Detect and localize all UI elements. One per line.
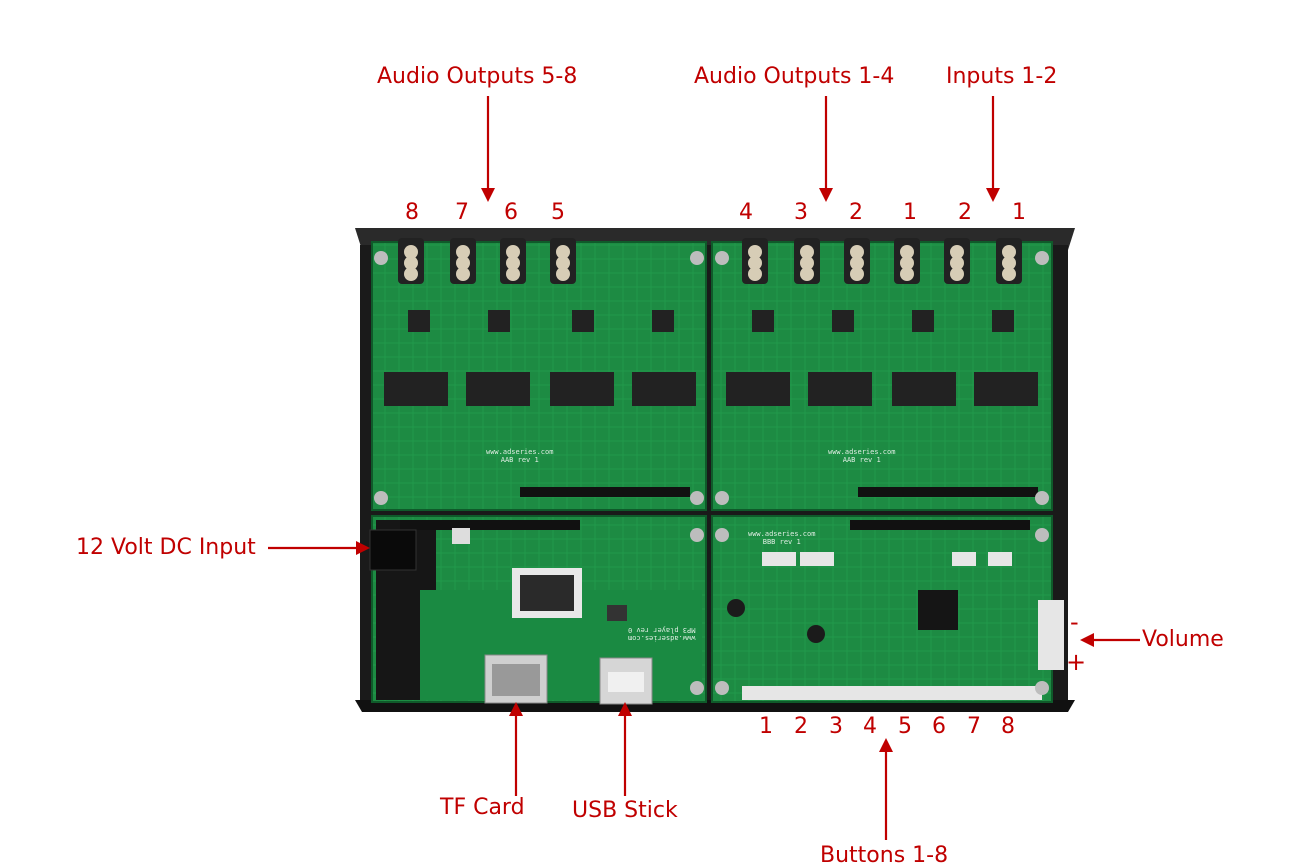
button-number: 5: [898, 714, 912, 739]
board-site-text: www.adseries.com: [628, 633, 696, 642]
usb-port: [599, 657, 653, 705]
pin-headers: [400, 487, 1038, 530]
microcontroller: [727, 552, 1064, 670]
audio-outputs-1-4-label: Audio Outputs 1-4: [694, 64, 895, 89]
button-number: 7: [967, 714, 981, 739]
button-connectors: [742, 686, 1042, 700]
jack-number: 3: [794, 200, 808, 225]
audio-jacks: [398, 238, 1022, 284]
board-site-text: www.adseries.com: [486, 448, 554, 456]
mounting-screws: [374, 251, 1049, 695]
board-site-text: www.adseries.com: [828, 448, 896, 456]
left-board-silkscreen: www.adseries.com AAB rev 1: [486, 448, 553, 465]
volume-label: Volume: [1142, 627, 1224, 652]
button-number: 4: [863, 714, 877, 739]
jack-number: 1: [903, 200, 917, 225]
audio-outputs-5-8-label: Audio Outputs 5-8: [377, 64, 578, 89]
callout-arrows: [268, 96, 1140, 840]
tf-card-label: TF Card: [440, 795, 525, 820]
inputs-1-2-label: Inputs 1-2: [946, 64, 1058, 89]
volume-plus-sign: +: [1066, 648, 1087, 676]
usb-stick-label: USB Stick: [572, 798, 678, 823]
mp3-board-silkscreen: www.adseries.com MP3 player rev 0: [628, 625, 696, 642]
jack-number: 2: [958, 200, 972, 225]
button-number: 3: [829, 714, 843, 739]
button-number: 2: [794, 714, 808, 739]
jack-number: 4: [739, 200, 753, 225]
jack-number: 8: [405, 200, 419, 225]
jack-number: 5: [551, 200, 565, 225]
dc-input-label: 12 Volt DC Input: [76, 535, 256, 560]
jack-number: 1: [1012, 200, 1026, 225]
right-board-silkscreen: www.adseries.com AAB rev 1: [828, 448, 895, 465]
jack-number: 2: [849, 200, 863, 225]
buttons-1-8-label: Buttons 1-8: [820, 843, 949, 868]
button-number: 1: [759, 714, 773, 739]
board-rev-text: AAB rev 1: [500, 456, 539, 465]
tf-card-slot: [484, 654, 548, 704]
button-number: 6: [932, 714, 946, 739]
amplifier-chips: [384, 310, 1038, 406]
button-number: 8: [1001, 714, 1015, 739]
board-rev-text: MP3 player rev 0: [628, 625, 696, 634]
dc-jack: [369, 529, 417, 571]
board-rev-text: BBB rev 1: [762, 538, 801, 547]
button-board-silkscreen: www.adseries.com BBB rev 1: [748, 530, 815, 547]
board-rev-text: AAB rev 1: [842, 456, 881, 465]
volume-minus-sign: -: [1070, 608, 1079, 636]
jack-number: 6: [504, 200, 518, 225]
mp3-module: [452, 528, 627, 621]
jack-number: 7: [455, 200, 469, 225]
board-site-text: www.adseries.com: [748, 530, 816, 538]
